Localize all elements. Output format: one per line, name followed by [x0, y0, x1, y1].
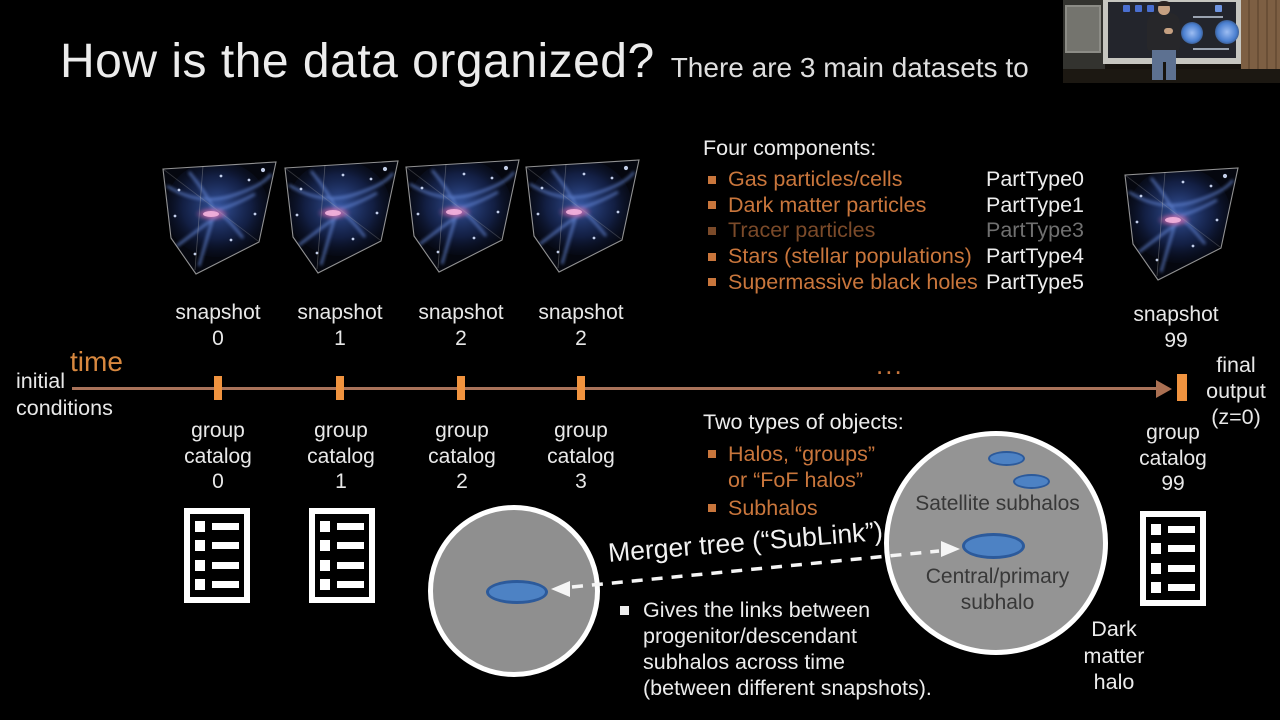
slide-text-line: [1193, 16, 1223, 18]
parttype-label: PartType5: [986, 269, 1084, 294]
slide-thumbnail: [1215, 5, 1222, 12]
speaker-hair: [1158, 1, 1170, 6]
component-item: Gas particles/cells PartType0: [703, 167, 1084, 193]
bullet-icon: [708, 278, 716, 287]
slide-circle-graphic: [1181, 22, 1203, 44]
simulation-volume-snapshot-0: [159, 154, 277, 279]
catalog-list-icon: [309, 508, 375, 603]
slide-circle-graphic: [1215, 20, 1239, 44]
snapshot-tick-2: [457, 376, 465, 400]
slide-thumbnail: [1147, 5, 1154, 12]
satellite-subhalo-ellipse: [1013, 474, 1050, 489]
bullet-icon: [620, 606, 629, 615]
speaker-hand: [1164, 28, 1173, 34]
slide-header: How is the data organized? There are 3 m…: [60, 34, 1029, 89]
slide-thumbnail: [1135, 5, 1142, 12]
two-types-list: Two types of objects: Halos, “groups” or…: [703, 410, 904, 521]
parttype-label: PartType1: [986, 192, 1084, 217]
timeline-ellipsis: ...: [876, 350, 904, 380]
component-item-dimmed: Tracer particles PartType3: [703, 218, 1084, 244]
merger-tree-label: Merger tree (“SubLink”): [607, 515, 884, 568]
whiteboard: [1065, 5, 1101, 53]
component-item: Supermassive black holes PartType5: [703, 269, 1084, 295]
bullet-icon: [708, 201, 716, 210]
snapshot-tick-0: [214, 376, 222, 400]
parttype-label: PartType4: [986, 244, 1084, 269]
parttype-label: PartType3: [986, 218, 1084, 243]
type-item-subhalos: Subhalos: [703, 495, 904, 521]
simulation-volume-snapshot-99: [1121, 160, 1239, 285]
bullet-icon: [708, 226, 716, 235]
speaker-legs-gap: [1163, 62, 1166, 80]
time-axis-arrowhead-icon: [1156, 380, 1172, 398]
bullet-icon: [708, 504, 716, 512]
simulation-volume-snapshot-1: [281, 153, 399, 278]
type-item-halos: Halos, “groups” or “FoF halos”: [703, 441, 904, 493]
initial-conditions-label: initial conditions: [16, 369, 113, 420]
time-axis-line: [72, 387, 1164, 390]
final-output-label: final output (z=0): [1206, 353, 1266, 429]
speaker-webcam-overlay: [1063, 0, 1280, 83]
central-subhalo-label: Central/primary subhalo: [925, 565, 1070, 614]
speaker-body: [1147, 13, 1180, 51]
component-item: Stars (stellar populations) PartType4: [703, 244, 1084, 270]
snapshot-tick-final: [1177, 374, 1187, 401]
central-subhalo-ellipse: [962, 533, 1025, 559]
component-item: Dark matter particles PartType1: [703, 193, 1084, 219]
bullet-icon: [708, 450, 716, 458]
simulation-volume-snapshot-3: [522, 152, 640, 277]
satellite-subhalo-ellipse: [988, 451, 1025, 466]
slide-text-line: [1193, 48, 1229, 50]
dark-matter-halo-label: Dark matter halo: [1083, 617, 1145, 694]
components-heading: Four components:: [703, 136, 877, 160]
slide-thumbnail: [1123, 5, 1130, 12]
bullet-icon: [708, 252, 716, 261]
snapshot-tick-1: [336, 376, 344, 400]
types-heading: Two types of objects:: [703, 410, 904, 434]
page-subtitle: There are 3 main datasets to: [670, 52, 1029, 83]
simulation-volume-snapshot-2: [402, 152, 520, 277]
parttype-label: PartType0: [986, 167, 1084, 192]
snapshot-tick-3: [577, 376, 585, 400]
page-title: How is the data organized?: [60, 35, 655, 88]
catalog-list-icon: [184, 508, 250, 603]
four-components-list: Four components: Gas particles/cells Par…: [703, 136, 1084, 295]
time-axis-label: time: [70, 346, 123, 377]
satellite-subhalos-label: Satellite subhalos: [915, 492, 1080, 515]
bullet-icon: [708, 175, 716, 184]
merger-tree-description: Gives the links between progenitor/desce…: [620, 597, 932, 701]
subhalo-ellipse: [486, 580, 548, 604]
catalog-list-icon: [1140, 511, 1206, 606]
